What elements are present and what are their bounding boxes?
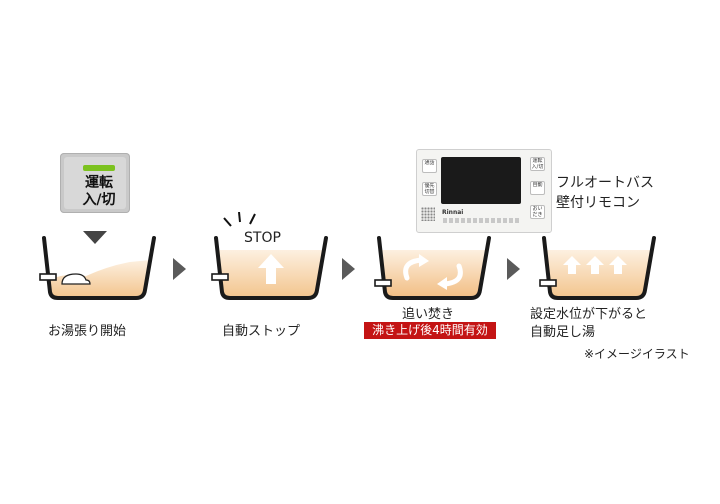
next-arrow-icon bbox=[173, 258, 186, 280]
power-button[interactable]: 運転 入/切 bbox=[60, 153, 130, 213]
illustration-note: ※イメージイラスト bbox=[584, 347, 690, 361]
remote-screen bbox=[441, 157, 521, 204]
remote-controller: 通話 優先切替 運転入/切 自動 おいだき Rinnai bbox=[416, 149, 552, 233]
step2-caption: 自動ストップ bbox=[222, 324, 301, 339]
step4-caption-1: 設定水位が下がると bbox=[530, 307, 648, 322]
step4-caption-2: 自動足し湯 bbox=[530, 325, 596, 340]
remote-fine-print bbox=[443, 218, 521, 223]
remote-button-priority: 優先切替 bbox=[422, 182, 437, 196]
step3-caption: 追い焚き bbox=[402, 307, 455, 322]
remote-button-reheat: おいだき bbox=[530, 205, 545, 219]
burst-lines-icon bbox=[223, 212, 256, 227]
power-button-label-1: 運転 bbox=[85, 175, 113, 191]
remote-title-1: フルオートバス bbox=[556, 175, 654, 191]
power-led-icon bbox=[83, 165, 115, 171]
bathtub-filling bbox=[39, 236, 156, 300]
bathtub-stopped bbox=[211, 236, 328, 300]
remote-button-auto: 自動 bbox=[530, 181, 545, 195]
down-arrow-icon bbox=[83, 231, 107, 244]
power-button-face: 運転 入/切 bbox=[64, 157, 126, 209]
power-button-label-2: 入/切 bbox=[82, 192, 116, 208]
next-arrow-icon bbox=[342, 258, 355, 280]
remote-button-power: 運転入/切 bbox=[530, 157, 545, 171]
stop-label: STOP bbox=[244, 230, 281, 246]
next-arrow-icon bbox=[507, 258, 520, 280]
bathtub-auto-top-up bbox=[539, 236, 656, 300]
speaker-grille-icon bbox=[421, 207, 435, 221]
reheat-validity-badge: 沸き上げ後4時間有効 bbox=[364, 322, 496, 339]
remote-button-call: 通話 bbox=[422, 159, 437, 173]
remote-title-2: 壁付リモコン bbox=[556, 195, 640, 211]
step1-caption: お湯張り開始 bbox=[48, 324, 127, 339]
bathtub-reheat bbox=[374, 236, 491, 300]
remote-brand: Rinnai bbox=[442, 209, 464, 216]
